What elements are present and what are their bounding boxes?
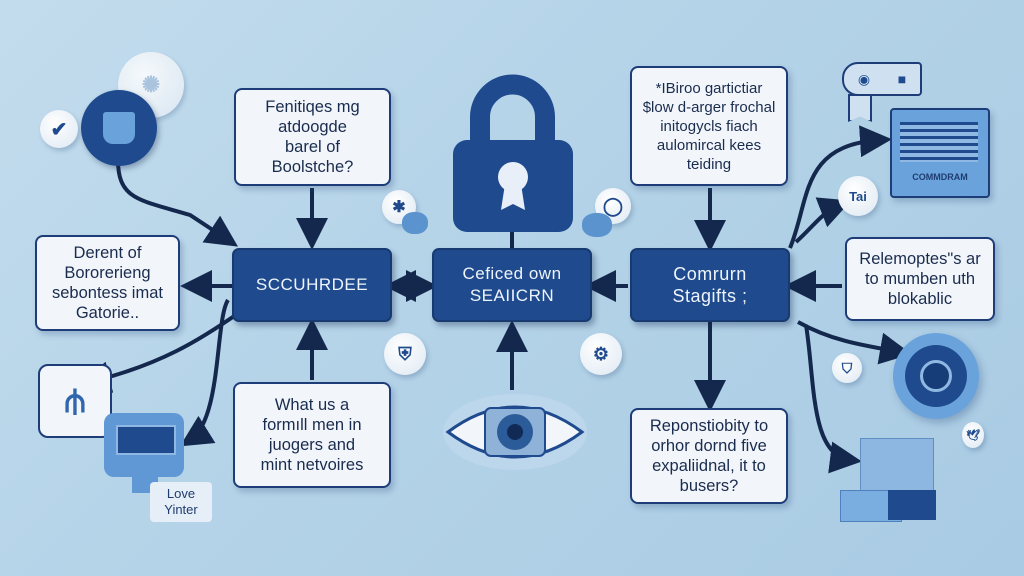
- user-shield-icon: ⛨: [384, 333, 426, 375]
- box-left[interactable]: Derent of Bororerieng sebontess imat Gat…: [35, 235, 180, 331]
- document-stack-icon: [860, 438, 934, 492]
- kettlebell-lock-icon: [893, 333, 979, 419]
- server-rack-icon: COMMDRAM: [890, 108, 990, 198]
- badge-shape: [103, 112, 135, 144]
- monitor-label-card: Love Yinter: [150, 482, 212, 522]
- connector-righthub-to-kettlebell: [797, 320, 912, 365]
- server-vents: [900, 122, 978, 162]
- connector-badge-to-lefthub: [116, 159, 239, 247]
- box-right[interactable]: Relemoptes"s ar to mumben uth blokablic: [845, 237, 995, 321]
- document-card-dark: [888, 490, 936, 520]
- shield-toggle-icon: ⛉: [832, 353, 862, 383]
- bird-badge-icon: 🕊: [962, 422, 984, 448]
- camera-toggle-icon: ◉■: [842, 62, 922, 96]
- blob-decoration: [582, 213, 612, 237]
- connector-lefthub-to-monitor: [179, 298, 230, 447]
- kettlebell-inner: [905, 345, 967, 407]
- id-badge-icon: [81, 90, 157, 166]
- padlock-icon: [453, 74, 573, 232]
- connector-righthub-to-docs: [804, 324, 862, 474]
- hub-center[interactable]: Ceficed own SEAIICRN: [432, 248, 592, 322]
- camera-icon: ■: [897, 71, 907, 87]
- box-top-right[interactable]: *IBiroo gartictiar $low d-arger frochal …: [630, 66, 788, 186]
- eye-icon: [443, 394, 587, 470]
- pipes-icon: ⫛: [38, 364, 112, 438]
- robot-icon: ⚙: [580, 333, 622, 375]
- monitor-screen: [116, 425, 176, 455]
- connector-righthub-to-badge: [794, 197, 852, 244]
- connector-righthub-to-server: [788, 125, 892, 249]
- box-bottom-left[interactable]: What us a formıll men in juogers and min…: [233, 382, 391, 488]
- kettlebell-body: [920, 360, 952, 392]
- box-top-left[interactable]: Fenitiqes mg atdoogde barel of Boolstche…: [234, 88, 391, 186]
- monitor-icon: [104, 413, 184, 493]
- hub-left[interactable]: SCCUHRDEE: [232, 248, 392, 322]
- server-label: COMMDRAM: [912, 172, 968, 182]
- checkmark-icon: ✔: [40, 110, 78, 148]
- tai-badge: Tai: [838, 176, 878, 216]
- box-bottom-right[interactable]: Reponstiobity to orhor dornd five expali…: [630, 408, 788, 504]
- hub-right[interactable]: Comrurn Stagifts ;: [630, 248, 790, 322]
- blob-decoration: [402, 212, 428, 234]
- connector-lefthub-to-pipes: [78, 310, 242, 393]
- toggle-knob-icon: ◉: [857, 70, 871, 87]
